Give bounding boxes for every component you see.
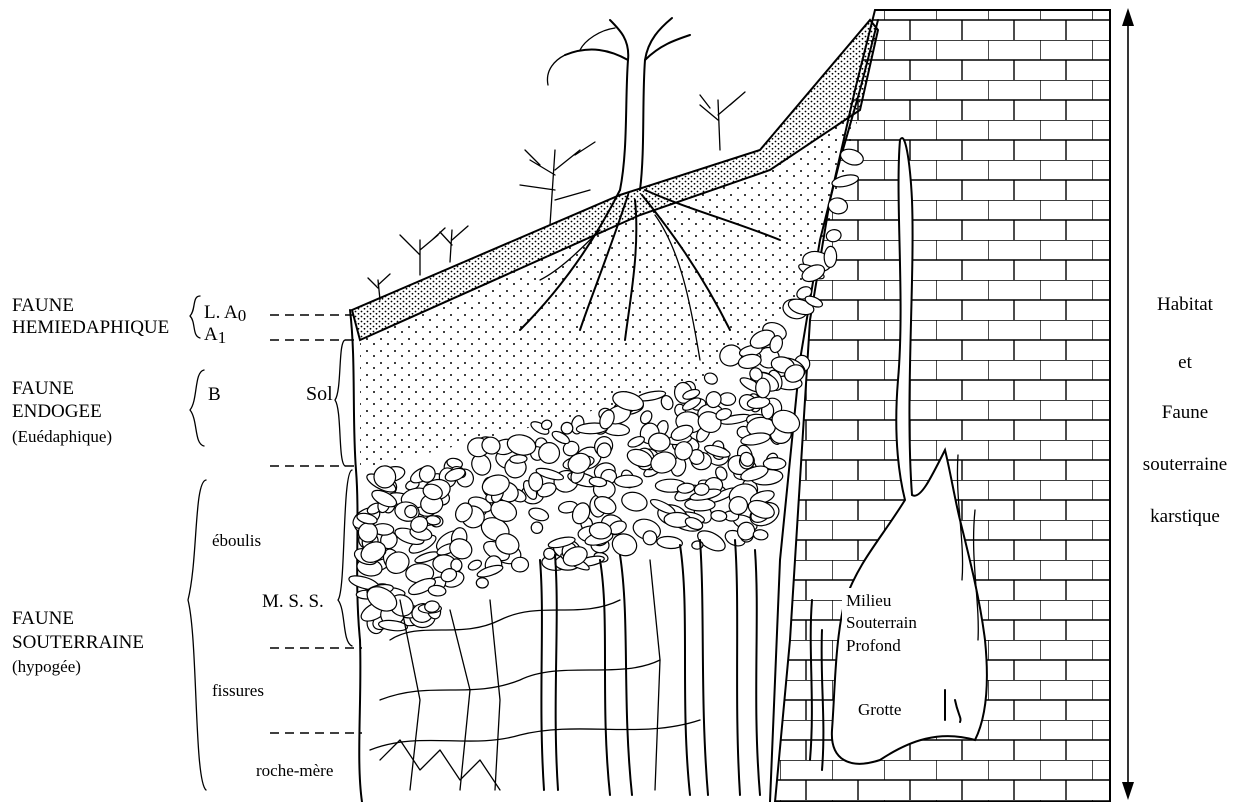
sol-label: Sol bbox=[306, 383, 333, 405]
pebble bbox=[756, 378, 771, 398]
habitat-line3: Faune bbox=[1162, 402, 1208, 423]
left-zone-labels: FAUNE HEMIEDAPHIQUE FAUNE ENDOGEE (Euéda… bbox=[12, 295, 169, 676]
pebble bbox=[620, 490, 649, 514]
pebble bbox=[710, 510, 727, 522]
hemiedaphique-line2: HEMIEDAPHIQUE bbox=[12, 317, 169, 338]
souterraine-line2: SOUTERRAINE bbox=[12, 632, 144, 653]
cave-line1: Milieu bbox=[846, 591, 892, 610]
pebble bbox=[527, 506, 550, 523]
pebble bbox=[561, 422, 573, 434]
endogee-line3: (Euédaphique) bbox=[12, 427, 112, 446]
horizon-labels: L. A0 A1 B Sol éboulis M. S. S. fissures… bbox=[204, 302, 333, 780]
pebble bbox=[753, 529, 769, 540]
endogee-line2: ENDOGEE bbox=[12, 401, 102, 422]
pebble bbox=[824, 246, 837, 267]
habitat-line2: et bbox=[1178, 352, 1192, 373]
eboulis-label: éboulis bbox=[212, 531, 261, 550]
pebble bbox=[476, 578, 488, 588]
souterraine-line3: (hypogée) bbox=[12, 657, 81, 676]
horizon-a1: A1 bbox=[204, 324, 226, 347]
habitat-labels: Habitat et Faune souterraine karstique bbox=[1143, 294, 1227, 527]
horizon-b-label: B bbox=[208, 384, 221, 405]
endogee-line1: FAUNE bbox=[12, 378, 74, 399]
pebble bbox=[627, 434, 646, 449]
mss-label: M. S. S. bbox=[262, 591, 324, 612]
pebble bbox=[648, 433, 670, 452]
grotte-label: Grotte bbox=[858, 700, 901, 719]
cave-line2: Souterrain bbox=[846, 613, 917, 632]
horizon-l-a0: L. A0 bbox=[204, 302, 246, 325]
souterraine-line1: FAUNE bbox=[12, 608, 74, 629]
pebble bbox=[528, 472, 543, 491]
pebble bbox=[467, 558, 483, 572]
habitat-line4: souterraine bbox=[1143, 454, 1227, 475]
pebble bbox=[656, 536, 683, 550]
cave-line3: Profond bbox=[846, 636, 901, 655]
pebble bbox=[530, 521, 543, 534]
fissures-label: fissures bbox=[212, 681, 264, 700]
hemiedaphique-line1: FAUNE bbox=[12, 295, 74, 316]
habitat-line5: karstique bbox=[1150, 506, 1220, 527]
pebble bbox=[538, 442, 560, 464]
pebble bbox=[615, 475, 643, 487]
pebble bbox=[358, 522, 378, 542]
habitat-line1: Habitat bbox=[1157, 294, 1214, 315]
habitat-arrow bbox=[1122, 8, 1134, 800]
roche-mere-label: roche-mère bbox=[256, 761, 333, 780]
horizon-dashes bbox=[270, 315, 362, 733]
pebble bbox=[511, 557, 528, 572]
